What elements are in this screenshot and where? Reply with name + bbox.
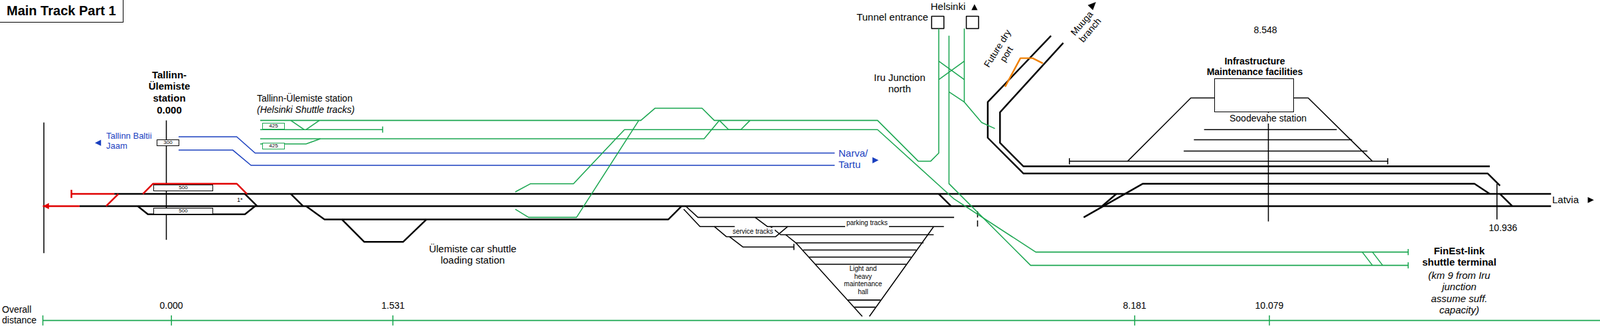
shuttle-track: [963, 28, 995, 129]
title-text: Main Track Part 1: [6, 3, 117, 18]
platform-box: 425: [262, 122, 285, 130]
platform-length: 300: [163, 140, 172, 146]
diagram-label: 8.548: [1253, 24, 1277, 36]
diagram-label: Tallinn Baltii Jaam: [106, 131, 155, 152]
main-tracks: [79, 35, 1551, 242]
diagram-label: 1*: [237, 196, 243, 204]
diagram-label: 10.936: [1489, 222, 1518, 234]
new-track: [43, 193, 119, 206]
diagram-label: Soodevahe station: [1228, 112, 1308, 124]
diagram-label: Tallinn-Ülemiste station: [145, 69, 194, 104]
diagram-label: Iru Junction north: [869, 71, 931, 95]
direction-arrow: [872, 157, 879, 164]
platform-box: 425: [262, 142, 285, 150]
diagram-label: Tunnel entrance: [856, 11, 929, 23]
soodevahe-track: [1069, 158, 1389, 164]
shuttle-track: [515, 129, 1409, 252]
shuttle-track: [260, 28, 939, 162]
buffer-stop: [70, 189, 72, 198]
chainage-line: [1496, 183, 1498, 220]
direction-arrow: [971, 3, 978, 10]
title-box: Main Track Part 1: [0, 0, 124, 23]
terminal-track: [1362, 248, 1409, 269]
diagram-label: Ülemiste car shuttle loading station: [422, 242, 523, 267]
platform-length: 500: [178, 185, 188, 191]
station-axis: [1268, 112, 1270, 222]
buffer-stop: [794, 211, 978, 250]
diagram-label: 10.079: [1255, 300, 1284, 311]
shuttle-track: [948, 35, 1409, 266]
platform-box: 500: [153, 207, 214, 215]
diagram-label: 0.000: [159, 300, 183, 311]
station-loop: [137, 205, 255, 214]
diagram-label: Latvia: [1552, 193, 1579, 206]
facility-heading: Infrastructure Maintenance facilities: [1198, 55, 1312, 78]
platform-length: 500: [178, 208, 188, 214]
direction-arrow: [1588, 197, 1595, 204]
diagram-label: Narva/ Tartu: [838, 147, 874, 171]
diagram-label: Helsinki: [930, 0, 966, 12]
shuttle-branch: [306, 205, 682, 220]
crossover: [244, 193, 1513, 206]
diagram-label: Overall distance: [1, 304, 42, 326]
new-track: [142, 183, 247, 194]
diagram-label: 0.000: [156, 104, 182, 116]
diagram-label: (km 9 from Iru junction assume suff. cap…: [1424, 269, 1494, 316]
shuttle-track: [515, 120, 639, 218]
direction-arrow: [94, 140, 101, 147]
diagram-label: FinEst-link shuttle terminal: [1418, 244, 1500, 269]
service-track: [729, 237, 795, 247]
distance-axis: [43, 315, 1600, 326]
parking-track: [785, 235, 923, 243]
green-tracks: [43, 28, 1600, 326]
platform-length: 425: [268, 123, 278, 129]
diagram-label: 8.181: [1122, 300, 1146, 311]
yard-tracks: [43, 1, 1595, 317]
diagram-label: Tallinn-Ülemiste station: [256, 92, 353, 104]
diagram-label: Light and heavy maintenance hall: [841, 264, 885, 296]
station-axis: [165, 120, 168, 240]
future-track: [1005, 58, 1043, 87]
hall-track: [796, 226, 934, 317]
soodevahe-track: [1183, 129, 1368, 151]
platform-length: 425: [268, 143, 278, 149]
platform-box: 500: [153, 184, 214, 192]
loading-loop: [341, 219, 427, 242]
tunnel-portal: [931, 16, 944, 29]
shuttle-crossover: [938, 61, 964, 102]
diagram-label: Muuga branch: [1065, 5, 1106, 48]
red-tracks: [43, 183, 247, 210]
diagram-label: 1.531: [381, 300, 405, 311]
facility-box: Infrastructure Maintenance facilities: [1214, 78, 1294, 113]
soodevahe-track: [1083, 183, 1490, 218]
tunnel-portal: [966, 16, 979, 29]
blue-tracks: [94, 136, 879, 166]
diagram-label: parking tracks: [845, 219, 889, 228]
main-track: [114, 193, 1551, 195]
platform-box: 300: [156, 139, 180, 147]
direction-arrow: [43, 203, 50, 210]
muuga-track: [987, 35, 1501, 186]
depot-track: [685, 205, 955, 218]
narva-line: [178, 150, 835, 166]
muuga-track: [999, 43, 1490, 167]
diagram-label: service tracks: [730, 227, 775, 236]
shuttle-crossover: [290, 120, 751, 130]
diagram-label: (Helsinki Shuttle tracks): [256, 104, 355, 115]
limit-line: [43, 122, 45, 253]
main-track: [79, 205, 1551, 207]
track-layer: [43, 1, 1600, 326]
service-track: [683, 209, 735, 227]
parking-track: [770, 226, 934, 235]
hall-track: [803, 250, 917, 308]
parking-track: [754, 217, 944, 227]
